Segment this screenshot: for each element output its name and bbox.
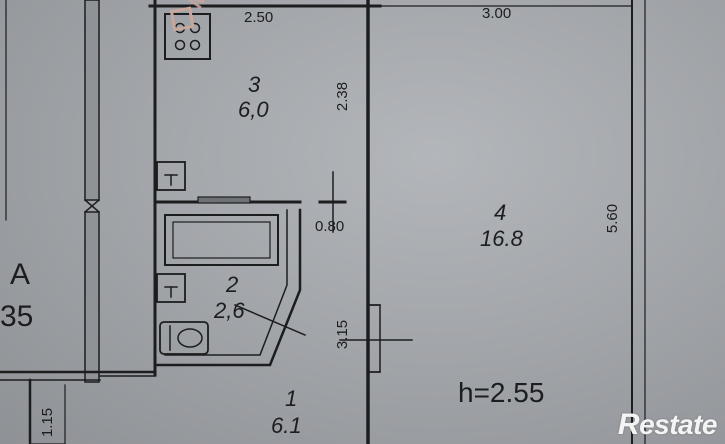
room-2-number: 2: [226, 272, 239, 297]
ceiling-height-label: h=2.55: [458, 377, 545, 408]
watermark-icon: [169, 6, 195, 32]
room-1-number: 1: [285, 386, 298, 411]
wall-bath-diagonal: [153, 208, 302, 367]
room-width-label: 3.00: [482, 5, 512, 22]
kitchen-height-label: 2.38: [334, 81, 352, 112]
room-2-area: 2,6: [214, 298, 245, 323]
restate-logo: Restate: [617, 408, 718, 442]
room-1-area: 6.1: [271, 413, 302, 438]
logo-initial: R: [617, 408, 640, 441]
room-3-number: 3: [248, 72, 261, 97]
toilet: [159, 321, 209, 355]
room-4-area: 16.8: [480, 226, 523, 251]
bath-length-label: 3.15: [334, 319, 352, 350]
hall-length-label: 1.15: [39, 407, 57, 438]
stove: [164, 13, 211, 60]
room-a-area: 35: [0, 300, 34, 333]
kitchen-window: [197, 196, 251, 204]
bathtub: [164, 214, 279, 266]
kitchen-width-label: 2.50: [244, 9, 274, 26]
room-height-label: 5.60: [604, 203, 622, 234]
room-a-letter: A: [10, 258, 31, 291]
kitchen-sink: [156, 161, 186, 191]
room-3-area: 6,0: [238, 97, 269, 122]
logo-text: estate: [639, 409, 717, 440]
room-4-number: 4: [494, 200, 507, 225]
wall-left-lower: [84, 211, 100, 383]
bath-sink: [156, 273, 186, 303]
wall-left-upper: [84, 0, 100, 201]
door-width-label: 0.80: [315, 218, 345, 235]
